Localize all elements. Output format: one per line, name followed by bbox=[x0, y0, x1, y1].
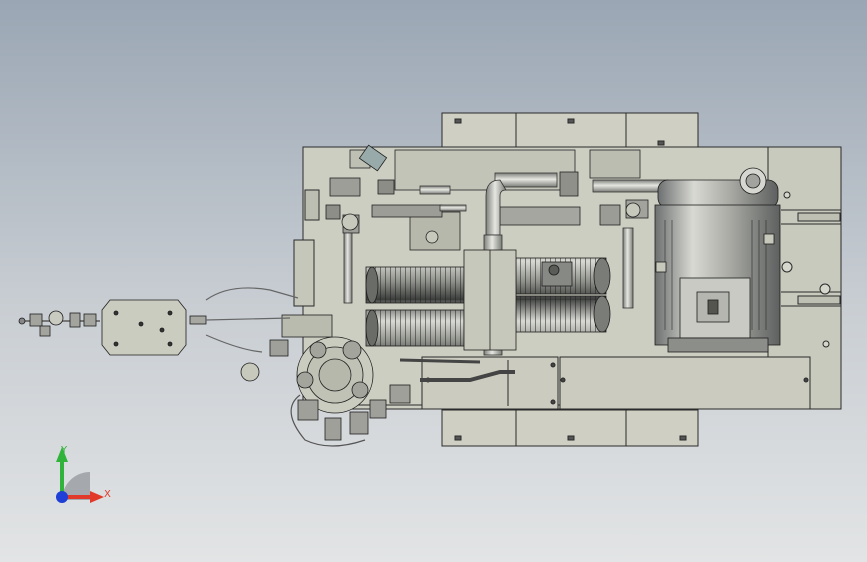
top-valve-cluster bbox=[325, 144, 649, 251]
z-axis-marker bbox=[56, 491, 68, 503]
electric-motor bbox=[654, 167, 781, 353]
bottom-cover bbox=[421, 356, 811, 410]
coordinate-triad: Y X bbox=[56, 445, 111, 503]
x-axis-label: X bbox=[104, 489, 111, 500]
compressor-cylinders bbox=[365, 249, 611, 351]
left-manifold-hub bbox=[240, 314, 515, 447]
base-skid bbox=[441, 112, 699, 447]
inlet-valve-assembly bbox=[18, 310, 100, 337]
y-axis-label: Y bbox=[60, 445, 68, 456]
control-box bbox=[101, 287, 299, 356]
